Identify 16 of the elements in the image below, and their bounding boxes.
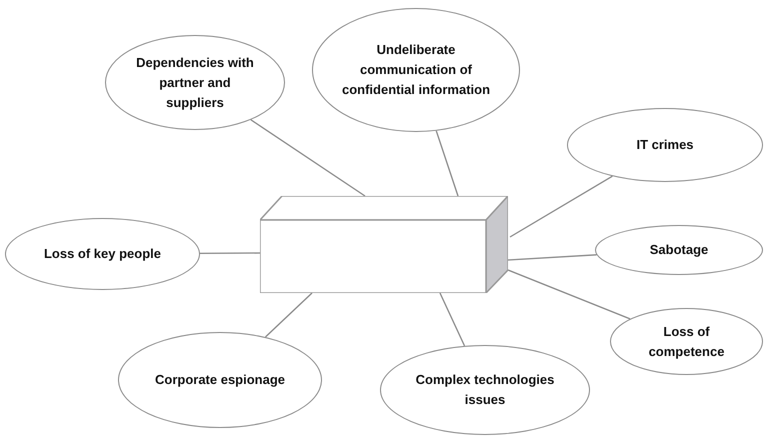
- node-label: Undeliberate communication of confidential information: [340, 41, 492, 99]
- connector-line: [265, 292, 312, 338]
- connector-line: [250, 119, 366, 197]
- node-label: IT crimes: [636, 136, 694, 154]
- node-label: Corporate espionage: [154, 371, 286, 389]
- connector-line: [200, 252, 260, 254]
- connector-line: [436, 130, 459, 196]
- node-label: Sabotage: [650, 241, 708, 259]
- connector-line: [439, 292, 466, 346]
- connector-line: [508, 254, 597, 261]
- node-label: Complex technologies issues: [414, 371, 556, 409]
- node-label: Dependencies with partner and suppliers: [135, 54, 255, 112]
- node-label: Loss of competence: [648, 322, 726, 361]
- node-label: Loss of key people: [44, 245, 162, 263]
- connector-line: [508, 269, 630, 320]
- connector-line: [510, 176, 613, 238]
